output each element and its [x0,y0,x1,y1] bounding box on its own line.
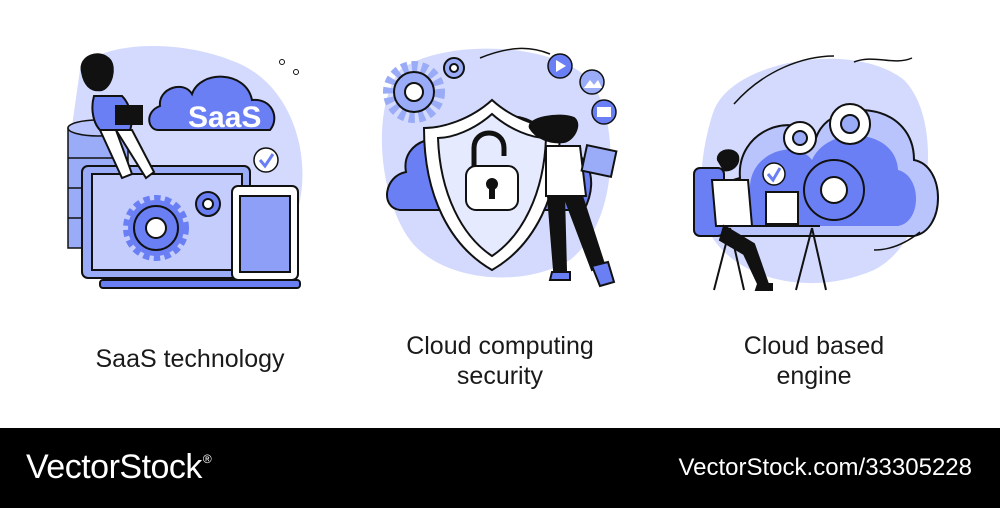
caption-saas-line-1: SaaS technology [95,345,285,373]
engine-illustration-panel [684,0,944,428]
person-icon [693,149,773,291]
gear-icon [783,103,871,221]
gear-icon [123,191,221,261]
mail-icon [591,99,617,125]
footer-bar: VectorStock® VectorStock.com/33305228 [0,428,1000,508]
caption-engine-line-2: engine [776,362,852,390]
cloud-icon [148,75,276,131]
brand-logo: VectorStock® [26,448,212,487]
padlock-icon [465,130,519,211]
brand-name: VectorStock [26,448,202,486]
person-icon [80,53,156,180]
engine-illustration [693,55,939,291]
laptop-icon [81,165,301,289]
caption-engine-line-1: Cloud based [743,332,885,360]
saas-badge: SaaS [188,101,261,134]
saas-illustration-panel: SaaS [60,0,320,428]
check-icon [762,162,786,186]
saas-illustration: SaaS [67,46,303,289]
laptop-icon [765,191,799,225]
caption-security-line-1: Cloud computing [406,332,594,360]
check-icon [253,147,279,173]
image-icon [579,69,605,95]
security-illustration-panel [370,0,630,428]
person-icon [528,114,618,288]
play-icon [547,53,573,79]
image-id-url: VectorStock.com/33305228 [678,454,972,481]
tablet-icon [231,185,299,281]
caption-engine: Cloud based engine [684,331,944,391]
gear-icon [383,57,465,123]
caption-security-line-2: security [456,362,544,390]
trademark-symbol: ® [202,452,212,466]
caption-saas: SaaS technology [60,344,320,374]
security-illustration [381,47,618,288]
caption-security: Cloud computing security [370,331,630,391]
